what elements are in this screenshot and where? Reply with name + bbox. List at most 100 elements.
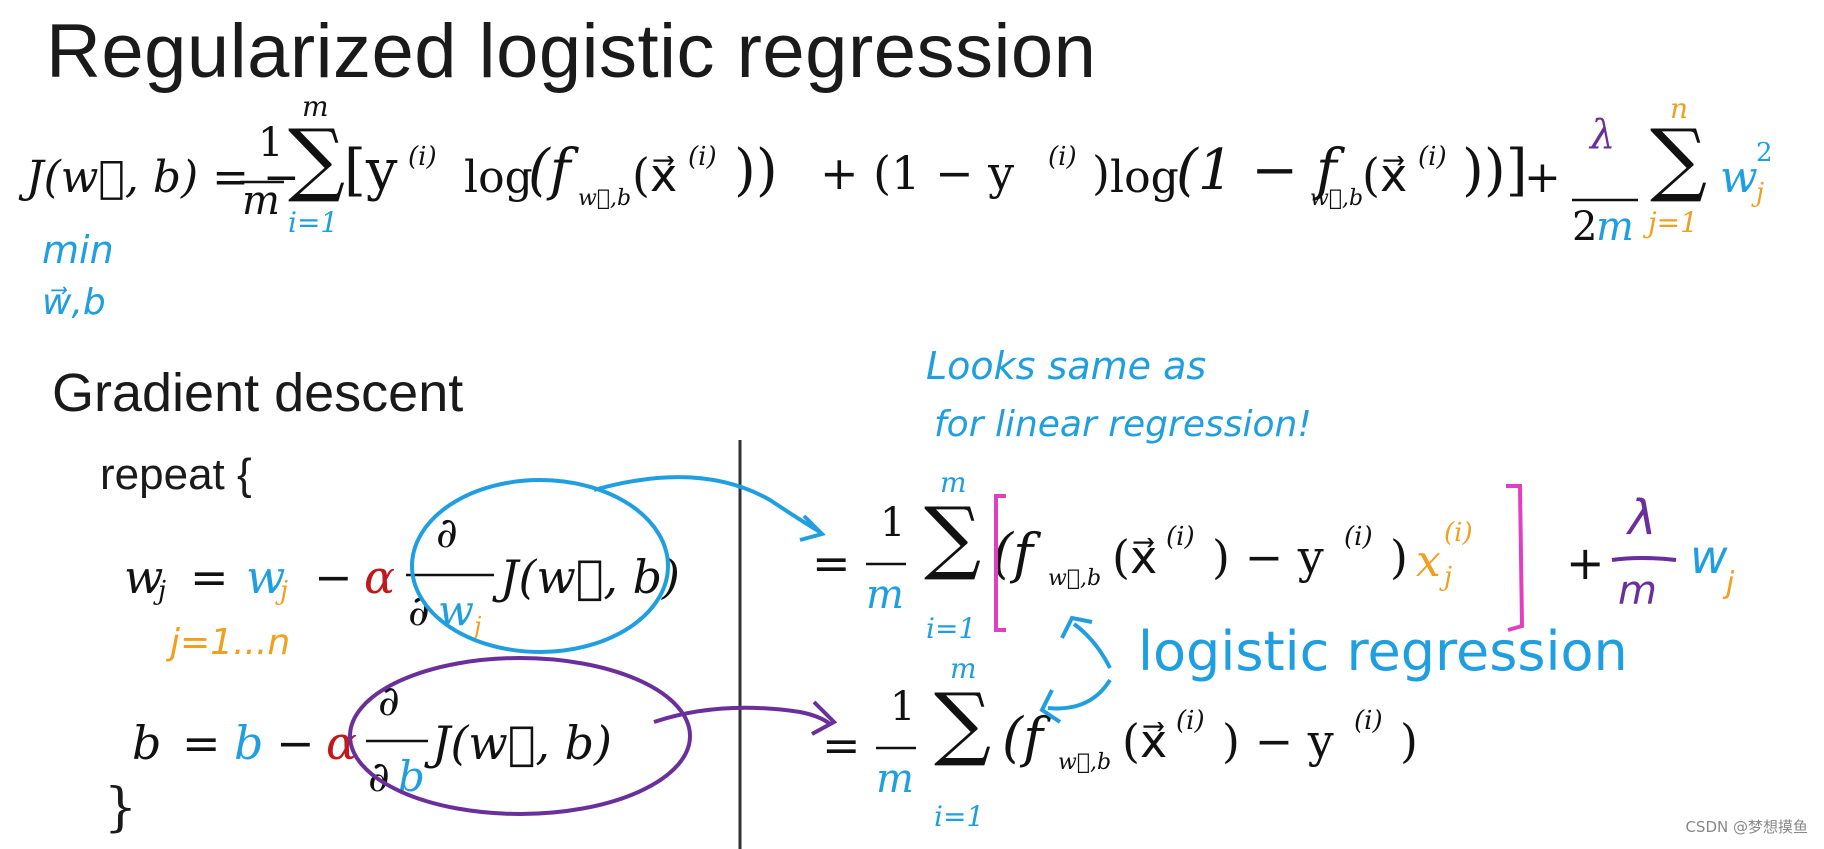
cost-y-sup: (i) <box>1048 142 1077 172</box>
cost-log2: log <box>1110 152 1179 203</box>
gradient-descent-heading: Gradient descent <box>52 363 464 423</box>
logistic-arrowhead-down <box>1039 689 1062 724</box>
gw-lambda: λ <box>1628 490 1657 546</box>
cost-x: (x⃗ <box>632 148 678 202</box>
gw-fsub: w⃗,b <box>1048 566 1102 591</box>
min-args: w⃗,b <box>42 282 106 323</box>
gw-sum-lower: i=1 <box>926 612 977 645</box>
wj-lhs-w: w <box>124 550 164 604</box>
cost-reg-plus: + <box>1524 152 1561 203</box>
b-minus: − <box>276 716 315 770</box>
wj-lhs-j: j <box>158 576 167 606</box>
wj-den-j: j <box>474 612 482 640</box>
gb-close2: ) <box>1400 714 1418 768</box>
cost-lambda: λ <box>1590 112 1616 158</box>
cost-sum-upper: m <box>302 90 329 123</box>
wj-eq: = <box>190 550 229 604</box>
cost-f2-sub: w⃗,b <box>1310 186 1364 211</box>
gw-w: w <box>1690 530 1728 584</box>
gb-close: ) − y <box>1222 714 1334 768</box>
note-line1: Looks same as <box>926 344 1207 388</box>
cost-two: 2 <box>1572 204 1598 250</box>
cost-x2: (x⃗ <box>1362 148 1408 202</box>
gb-sum-lower: i=1 <box>934 800 985 833</box>
magenta-bracket-left <box>994 494 1006 632</box>
gb-sum-sign: ∑ <box>934 676 992 769</box>
repeat-label: repeat { <box>100 450 252 499</box>
gw-xj-sub: j <box>1444 562 1453 592</box>
cost-reg-sq: 2 <box>1756 138 1773 168</box>
gw-xj: x <box>1416 536 1441 587</box>
cost-one-minus-f: (1 − f <box>1176 138 1337 203</box>
gw-den: m <box>866 572 904 618</box>
cost-x2-sup: (i) <box>1418 142 1447 172</box>
gw-reg-frac-bar <box>1611 556 1677 562</box>
wj-arrow <box>593 475 822 534</box>
wj-den-w: w <box>438 586 474 635</box>
gb-sum-upper: m <box>950 652 977 685</box>
gw-close: ) − y <box>1212 530 1324 584</box>
gw-sum-sign: ∑ <box>924 490 982 583</box>
slide-title: Regularized logistic regression <box>46 9 1097 94</box>
wj-rhs-w: w <box>246 550 286 604</box>
cost-log1: log <box>464 152 533 203</box>
b-derivative-circle <box>348 656 692 816</box>
cost-frac-den: m <box>242 178 280 224</box>
gw-j: j <box>1726 566 1735 601</box>
gw-xj-sup: (i) <box>1444 518 1473 548</box>
b-lhs: b <box>132 716 162 770</box>
gb-num: 1 <box>890 684 916 730</box>
cost-lhs: J(w⃗, b) = − <box>26 152 300 203</box>
cost-close-all: ))] <box>1462 138 1528 203</box>
cost-reg-j: j <box>1756 178 1765 208</box>
b-rhs: b <box>234 716 264 770</box>
gw-body: (f <box>992 522 1034 585</box>
gw-sum-upper: m <box>940 466 967 499</box>
b-arrow <box>653 705 832 726</box>
gw-eq: = <box>812 536 851 590</box>
wj-den-partial: ∂ <box>408 586 430 635</box>
gb-den: m <box>876 756 914 802</box>
cost-plus-one: + (1 − y <box>820 146 1015 200</box>
cost-reg-sum-lower: j=1 <box>1648 206 1698 239</box>
b-J: J(w⃗, b) <box>432 716 613 770</box>
wj-partial: ∂ <box>436 508 458 557</box>
gw-x-sup: (i) <box>1166 522 1195 552</box>
cost-f-close: )) <box>734 138 778 203</box>
wj-rhs-j: j <box>280 576 289 606</box>
gb-body: (f <box>1002 706 1044 769</box>
wj-minus: − <box>314 550 353 604</box>
magenta-bracket-right <box>1506 484 1525 632</box>
cost-frac-num: 1 <box>258 120 284 166</box>
b-eq: = <box>182 716 221 770</box>
logistic-arrowhead-up <box>1060 615 1093 639</box>
b-den-partial: ∂ <box>368 752 390 801</box>
gw-x: (x⃗ <box>1112 530 1158 584</box>
note-line2: for linear regression! <box>934 404 1312 445</box>
cost-y-close: ) <box>1092 146 1110 200</box>
gb-fsub: w⃗,b <box>1058 750 1112 775</box>
cost-x-sup: (i) <box>688 142 717 172</box>
wj-range: j=1...n <box>170 622 291 663</box>
cost-sup-i: (i) <box>408 142 437 172</box>
gb-x-sup: (i) <box>1176 706 1205 736</box>
b-arrowhead <box>811 700 838 736</box>
cost-sum-sign: ∑ <box>288 112 346 205</box>
logistic-regression-label: logistic regression <box>1138 620 1628 683</box>
gw-m: m <box>1618 568 1657 614</box>
cost-m-blue: m <box>1596 204 1634 250</box>
cost-sum-lower: i=1 <box>288 206 339 239</box>
watermark: CSDN @梦想摸鱼 <box>1685 818 1808 836</box>
wj-alpha: α <box>364 550 396 604</box>
gb-y-sup: (i) <box>1354 706 1383 736</box>
cost-bracket-open: [y <box>344 138 398 203</box>
cost-reg-w: w <box>1720 152 1758 203</box>
logistic-arrow-up <box>1072 622 1112 669</box>
min-label: min <box>42 228 114 272</box>
close-brace: } <box>104 778 138 838</box>
gw-close2: ) <box>1390 530 1408 584</box>
gb-x: (x⃗ <box>1122 714 1168 768</box>
cost-reg-sum-sign: ∑ <box>1650 112 1708 205</box>
